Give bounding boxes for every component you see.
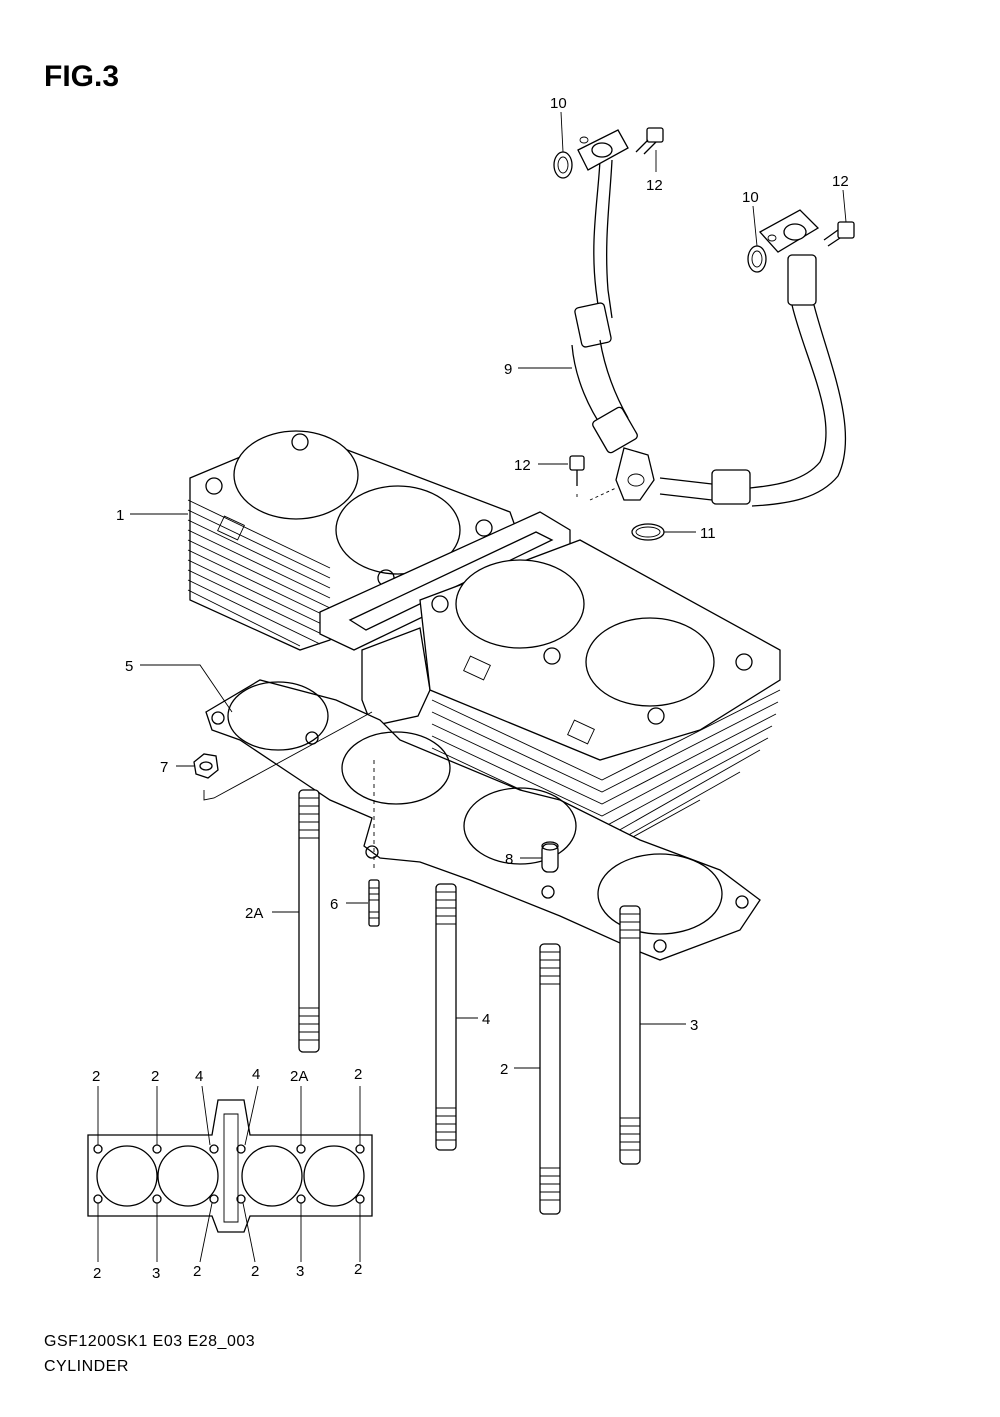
callout-3: 3 bbox=[690, 1017, 698, 1034]
oil-hose-right bbox=[659, 209, 847, 507]
stud-6 bbox=[368, 760, 380, 927]
inset-top-label: 2A bbox=[290, 1068, 308, 1085]
cooling-fins-left bbox=[187, 499, 331, 647]
inset-bottom-label: 2 bbox=[251, 1263, 259, 1280]
hose-washer-10-left bbox=[553, 151, 573, 179]
callout-8: 8 bbox=[505, 851, 513, 868]
callout-1: 1 bbox=[116, 507, 124, 524]
inset-bottom-label: 2 bbox=[354, 1261, 362, 1278]
inset-top-label: 4 bbox=[252, 1066, 260, 1083]
callout-10-left: 10 bbox=[550, 95, 567, 112]
inset-bottom-label: 3 bbox=[296, 1263, 304, 1280]
callout-12-right: 12 bbox=[832, 173, 849, 190]
inset-top-label: 2 bbox=[354, 1066, 362, 1083]
figure-title: FIG.3 bbox=[44, 60, 120, 93]
callout-11: 11 bbox=[700, 525, 716, 542]
stud-4 bbox=[435, 883, 457, 1151]
callout-5: 5 bbox=[125, 658, 133, 675]
hose-bolt-12-right bbox=[823, 221, 855, 247]
callout-6: 6 bbox=[330, 896, 338, 913]
callout-10-right: 10 bbox=[742, 189, 759, 206]
inset-bottom-label: 3 bbox=[152, 1265, 160, 1282]
stud-layout-inset bbox=[87, 1085, 373, 1263]
callout-4: 4 bbox=[482, 1011, 490, 1028]
hose-bolt-12-mid bbox=[569, 455, 617, 501]
stud-2 bbox=[539, 943, 561, 1215]
inset-bottom-label: 2 bbox=[193, 1263, 201, 1280]
callout-12-mid: 12 bbox=[514, 457, 531, 474]
section-name: CYLINDER bbox=[44, 1358, 129, 1375]
callout-2a: 2A bbox=[245, 905, 263, 922]
dowel-pin-8 bbox=[541, 841, 559, 873]
hose-washer-10-right bbox=[747, 245, 767, 273]
callout-leaders bbox=[130, 111, 847, 1069]
callout-9: 9 bbox=[504, 361, 512, 378]
stud-2a bbox=[298, 789, 320, 1053]
callout-12-top: 12 bbox=[646, 177, 663, 194]
callout-7: 7 bbox=[160, 759, 168, 776]
oil-hose-left bbox=[571, 129, 655, 501]
inset-top-label: 4 bbox=[195, 1068, 203, 1085]
cylinder-block bbox=[187, 430, 781, 855]
nut-7 bbox=[193, 711, 373, 801]
inset-top-label: 2 bbox=[151, 1068, 159, 1085]
callout-2: 2 bbox=[500, 1061, 508, 1078]
inset-top-label: 2 bbox=[92, 1068, 100, 1085]
cylinder-base-gasket bbox=[205, 679, 761, 961]
model-code: GSF1200SK1 E03 E28_003 bbox=[44, 1333, 256, 1350]
hose-bolt-12-top bbox=[635, 127, 664, 155]
hose-oring-11 bbox=[631, 523, 665, 541]
stud-3 bbox=[619, 905, 641, 1165]
inset-bottom-label: 2 bbox=[93, 1265, 101, 1282]
